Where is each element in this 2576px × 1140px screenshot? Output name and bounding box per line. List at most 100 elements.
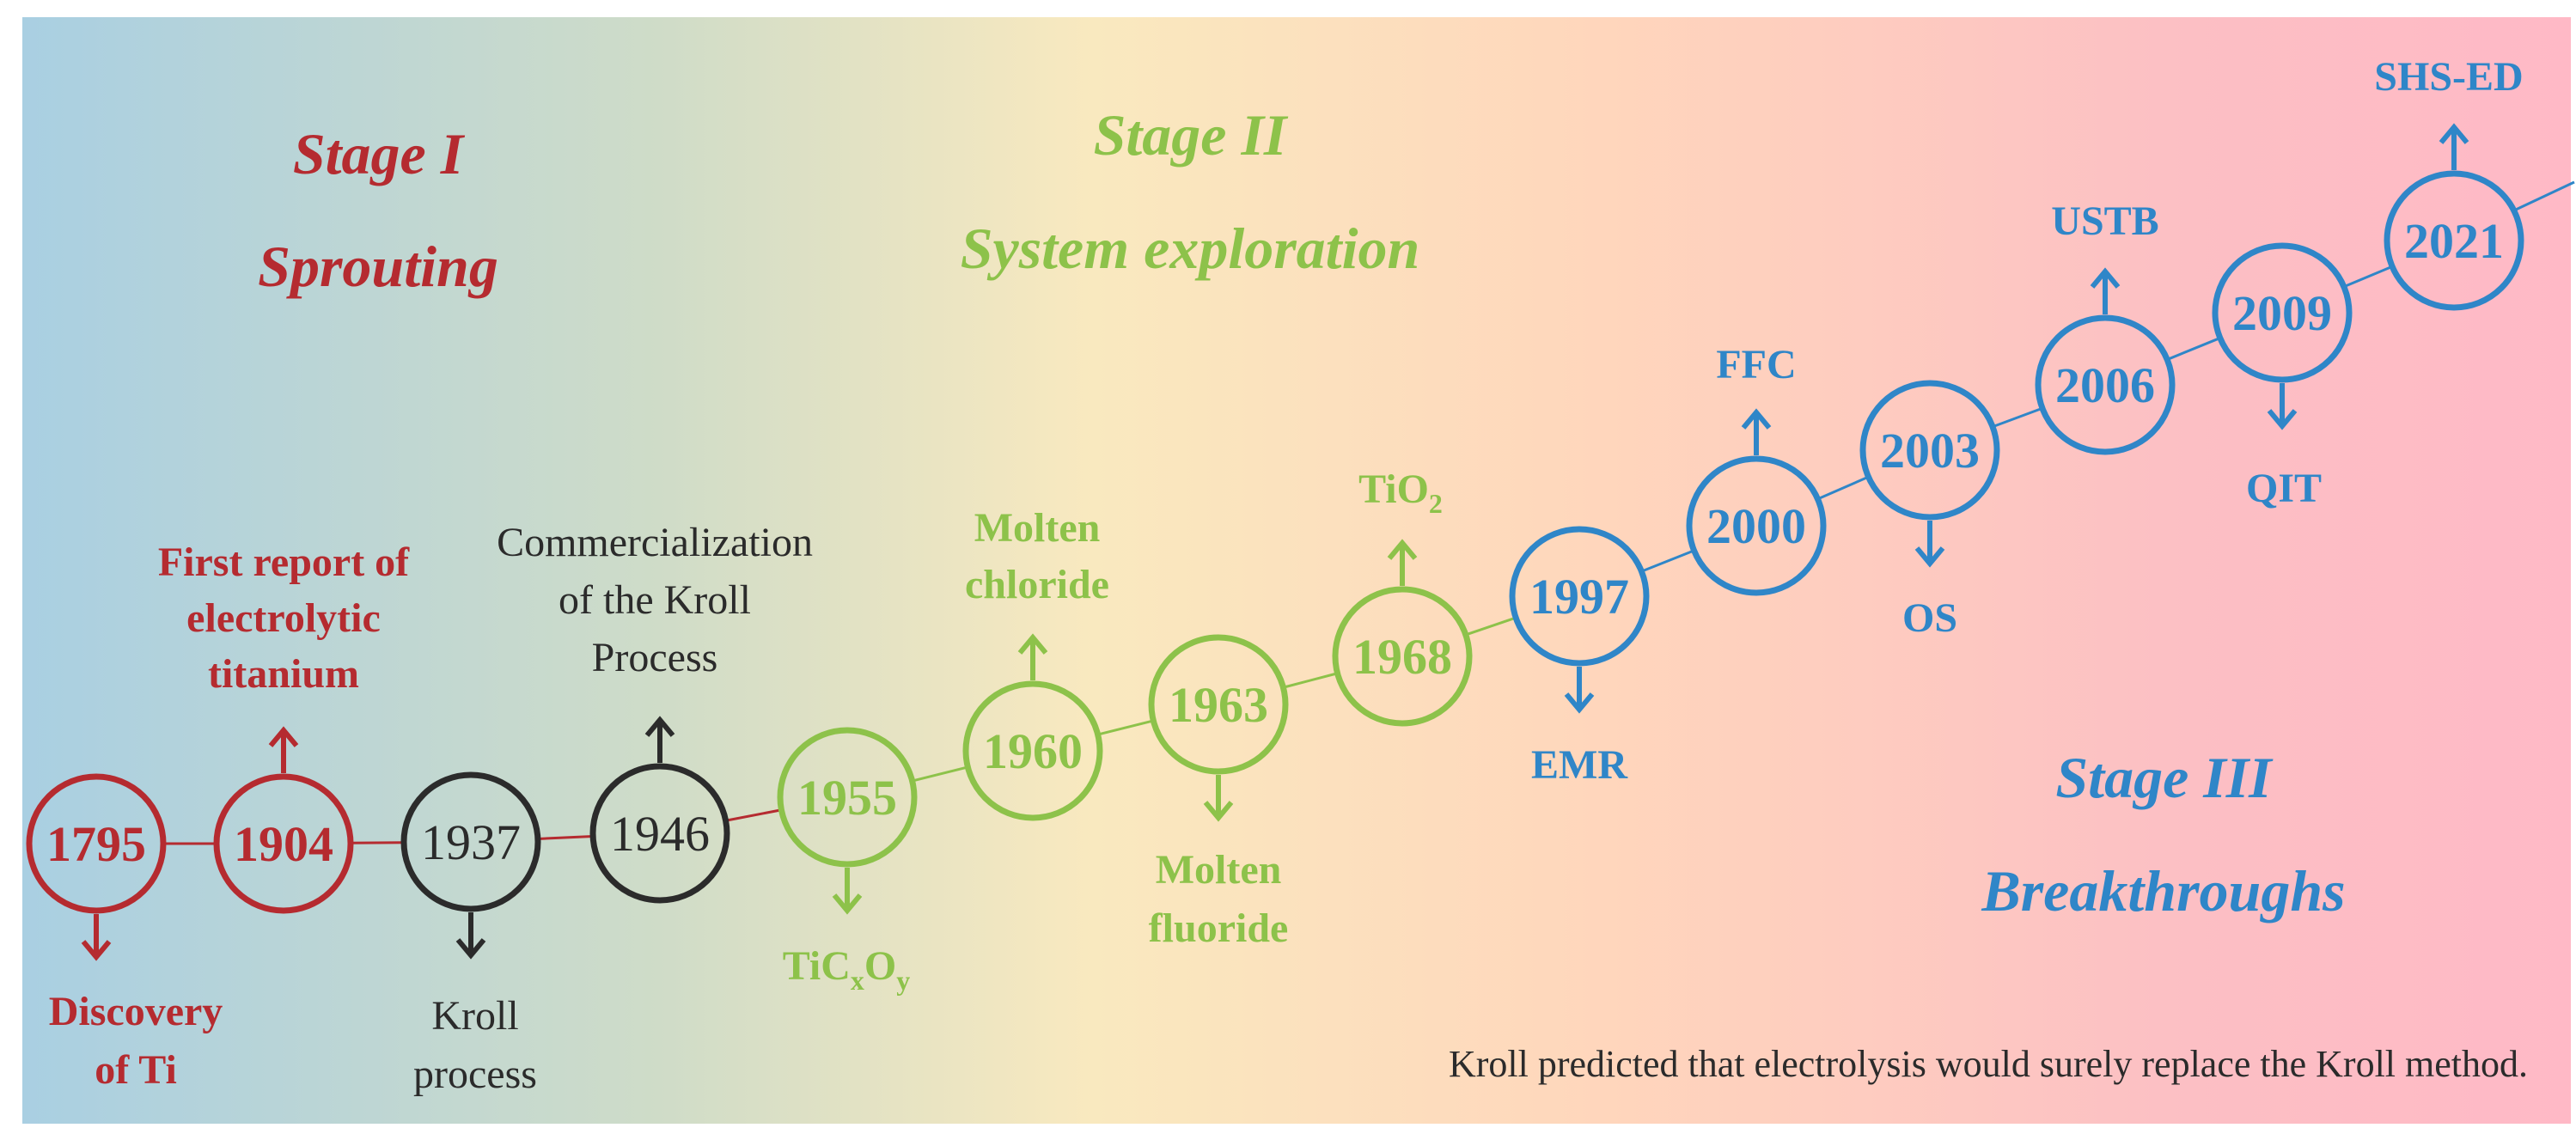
timeline-connector bbox=[537, 835, 594, 840]
milestone-label: OS bbox=[1902, 595, 1957, 641]
timeline-connector bbox=[350, 841, 405, 844]
timeline-connector bbox=[1640, 549, 1695, 573]
milestone-label: FFC bbox=[1716, 342, 1796, 387]
milestone-label: EMR bbox=[1531, 742, 1628, 788]
milestone-label: First report of bbox=[158, 540, 410, 585]
arrow-down-icon bbox=[832, 868, 863, 915]
arrow-up-icon bbox=[1387, 539, 1418, 586]
milestone-1968: 1968 TiO2 bbox=[1332, 466, 1473, 727]
milestone-label: Kroll bbox=[431, 993, 518, 1039]
stage-3-heading: Stage III Breakthroughs bbox=[1981, 745, 2345, 924]
timeline-connector bbox=[912, 765, 968, 783]
arrow-up-icon bbox=[644, 716, 675, 763]
milestone-label: Discovery bbox=[49, 989, 223, 1034]
milestone-circle bbox=[1509, 526, 1650, 667]
milestone-circle bbox=[1859, 380, 2000, 521]
arrow-up-icon bbox=[2090, 267, 2121, 314]
arrow-down-icon bbox=[1203, 775, 1234, 822]
arrow-up-icon bbox=[268, 726, 299, 773]
arrow-down-icon bbox=[455, 912, 486, 960]
milestone-label: process bbox=[413, 1052, 537, 1097]
milestone-year: 1904 bbox=[234, 816, 333, 872]
stage-3-title: Stage III bbox=[2055, 745, 2274, 810]
milestone-label: electrolytic bbox=[186, 595, 381, 641]
timeline-connector bbox=[1283, 672, 1338, 689]
milestone-year: 1955 bbox=[797, 770, 897, 826]
milestone-label: QIT bbox=[2246, 466, 2322, 511]
stage-2-heading: Stage II System exploration bbox=[961, 102, 1420, 281]
milestone-circle bbox=[962, 680, 1103, 821]
timeline-connector bbox=[1816, 475, 1870, 501]
milestone-circle bbox=[1686, 455, 1827, 596]
milestone-circle bbox=[2035, 314, 2176, 455]
milestone-year: 2009 bbox=[2232, 285, 2332, 341]
milestone-circle bbox=[589, 763, 730, 904]
milestone-year: 1963 bbox=[1169, 677, 1268, 733]
milestone-label: of Ti bbox=[95, 1047, 177, 1093]
timeline-connector bbox=[1465, 616, 1517, 637]
milestone-label: Molten bbox=[1156, 847, 1282, 893]
arrow-down-icon bbox=[1564, 667, 1595, 714]
milestone-year: 1968 bbox=[1352, 629, 1452, 685]
stage-3-subtitle: Breakthroughs bbox=[1981, 858, 2345, 924]
milestone-year: 1960 bbox=[983, 723, 1083, 779]
timeline-connector bbox=[725, 808, 782, 822]
timeline-connectors bbox=[163, 180, 2575, 845]
milestone-1960: 1960 Molten chloride bbox=[962, 505, 1109, 821]
timeline-connector bbox=[2343, 265, 2393, 289]
milestone-year: 2006 bbox=[2055, 357, 2155, 413]
stage-1-subtitle: Sprouting bbox=[258, 234, 498, 299]
milestone-1904: 1904 First report of electrolytic titanium bbox=[158, 540, 410, 914]
milestone-label: TiO2 bbox=[1358, 466, 1443, 519]
arrow-down-icon bbox=[1914, 521, 1945, 568]
milestone-year: 2000 bbox=[1706, 498, 1806, 554]
milestone-circle bbox=[400, 771, 541, 912]
timeline-connector bbox=[2515, 180, 2575, 211]
arrow-up-icon bbox=[1017, 633, 1048, 680]
milestone-circle bbox=[213, 773, 354, 914]
milestone-2000: 2000 FFC bbox=[1686, 342, 1827, 596]
timeline-background bbox=[22, 17, 2571, 1124]
stage-2-title: Stage II bbox=[1094, 102, 1289, 168]
milestone-label: Molten bbox=[974, 505, 1101, 551]
arrow-up-icon bbox=[1741, 408, 1772, 455]
timeline-connector bbox=[1992, 406, 2043, 429]
milestone-year: 2021 bbox=[2404, 213, 2504, 269]
milestone-label: titanium bbox=[208, 651, 359, 697]
milestone-year: 1997 bbox=[1529, 569, 1629, 625]
milestone-year: 1946 bbox=[610, 806, 710, 862]
stage-1-heading: Stage I Sprouting bbox=[258, 121, 498, 299]
milestone-2021: 2021 SHS-ED bbox=[2374, 54, 2524, 311]
milestone-year: 1795 bbox=[46, 816, 146, 872]
stage-1-title: Stage I bbox=[293, 121, 466, 186]
stage-2-subtitle: System exploration bbox=[961, 216, 1420, 281]
timeline-connector bbox=[1097, 719, 1154, 736]
milestone-circle bbox=[777, 727, 918, 868]
milestone-label: Commercialization bbox=[497, 520, 813, 565]
arrow-down-icon bbox=[2267, 383, 2298, 430]
milestone-year: 1937 bbox=[421, 814, 521, 870]
footnote: Kroll predicted that electrolysis would … bbox=[1449, 1043, 2528, 1085]
milestone-label: TiCxOy bbox=[783, 943, 911, 996]
milestone-label: of the Kroll bbox=[559, 577, 751, 623]
milestone-circle bbox=[2384, 170, 2524, 311]
milestone-label: USTB bbox=[2051, 198, 2158, 244]
milestone-circle bbox=[26, 773, 167, 914]
milestone-label: fluoride bbox=[1149, 905, 1289, 951]
milestone-circle bbox=[1148, 634, 1289, 775]
milestone-label: chloride bbox=[965, 562, 1109, 607]
milestone-2006: 2006 USTB bbox=[2035, 198, 2176, 455]
milestone-circle bbox=[2212, 242, 2353, 383]
milestone-label: SHS-ED bbox=[2374, 54, 2523, 100]
milestone-year: 2003 bbox=[1880, 423, 1980, 479]
milestone-circle bbox=[1332, 586, 1473, 727]
